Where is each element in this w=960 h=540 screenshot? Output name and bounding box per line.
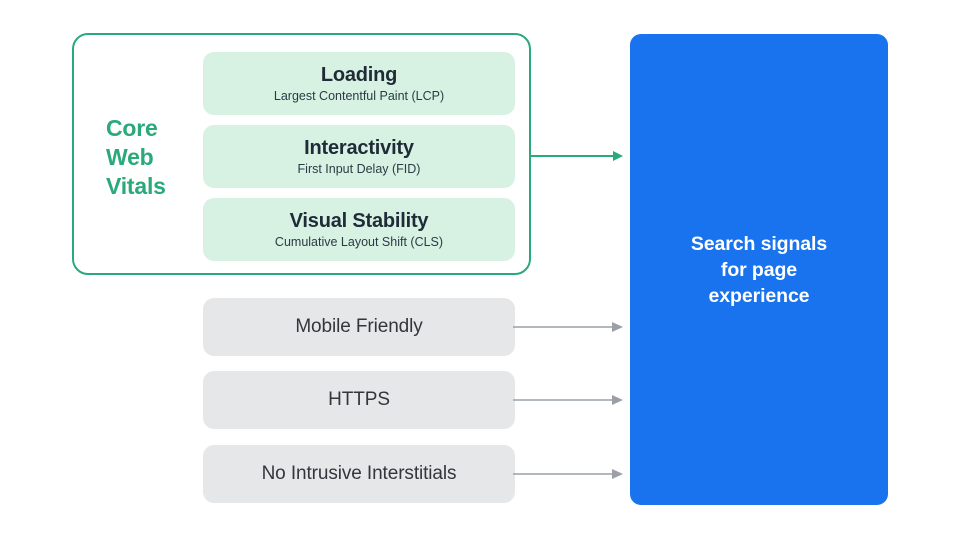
search-signals-label: Search signals for page experience <box>690 232 828 307</box>
metric-subtitle: First Input Delay (FID) <box>297 161 421 176</box>
metric-card-visual-stability: Visual Stability Cumulative Layout Shift… <box>203 198 515 261</box>
mobile-friendly-arrow-icon <box>513 322 623 332</box>
signal-label: No Intrusive Interstitials <box>261 463 457 484</box>
metric-subtitle: Largest Contentful Paint (LCP) <box>273 88 445 103</box>
no-intrusive-interstitials-arrow-icon <box>513 469 623 479</box>
signal-label: HTTPS <box>328 389 390 410</box>
https-arrow-icon <box>513 395 623 405</box>
core-web-vitals-label-line-2: Web <box>106 144 154 170</box>
signal-card-https: HTTPS <box>203 371 515 429</box>
signal-label: Mobile Friendly <box>295 316 423 337</box>
search-signals-box: Search signals for page experience <box>630 34 888 505</box>
signal-card-mobile-friendly: Mobile Friendly <box>203 298 515 356</box>
metric-card-interactivity: Interactivity First Input Delay (FID) <box>203 125 515 188</box>
metric-title: Visual Stability <box>289 209 429 232</box>
signal-card-no-intrusive-interstitials: No Intrusive Interstitials <box>203 445 515 503</box>
core-web-vitals-label-line-3: Vitals <box>106 173 166 199</box>
metric-title: Loading <box>320 63 398 86</box>
core-web-vitals-arrow-icon <box>529 151 623 161</box>
metric-subtitle: Cumulative Layout Shift (CLS) <box>274 234 444 249</box>
core-web-vitals-label-line-1: Core <box>106 115 158 141</box>
metric-card-loading: Loading Largest Contentful Paint (LCP) <box>203 52 515 115</box>
core-web-vitals-label: Core Web Vitals <box>106 114 190 201</box>
metric-title: Interactivity <box>304 136 414 159</box>
